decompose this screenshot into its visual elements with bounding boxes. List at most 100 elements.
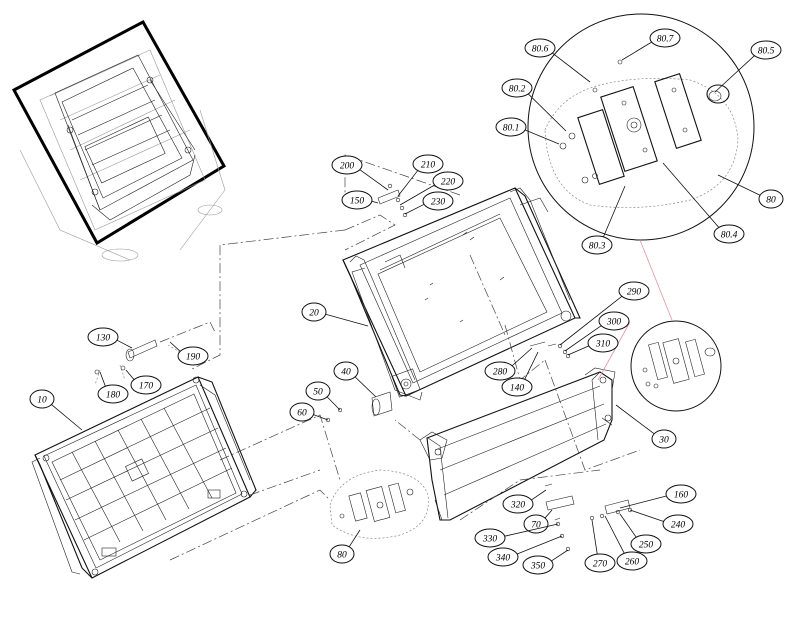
callout-bubble xyxy=(501,377,533,397)
callout-text: 310 xyxy=(595,339,611,349)
part-80-hinge-assembly xyxy=(329,469,429,539)
callout-leader xyxy=(621,41,652,61)
callout-text: 230 xyxy=(431,197,446,207)
callout-bubble xyxy=(630,534,662,554)
callout-leader xyxy=(516,535,563,555)
callout-bubble xyxy=(501,78,533,98)
hardware-70-350 xyxy=(529,341,633,552)
callout-text: 320 xyxy=(510,500,526,510)
callout-leader xyxy=(313,414,329,421)
callout-80: 80 xyxy=(329,529,361,564)
callout-leader xyxy=(567,345,589,356)
callout-10: 10 xyxy=(29,389,83,431)
callout-text: 300 xyxy=(606,317,622,327)
callout-leader xyxy=(326,396,341,411)
callout-bubble xyxy=(618,281,650,301)
callout-bubble xyxy=(662,514,694,534)
alignment-lines xyxy=(169,154,641,561)
callout-200: 200 xyxy=(331,155,389,191)
callout-bubble xyxy=(87,327,119,347)
callout-80-3: 80.3 xyxy=(581,185,626,255)
callout-bubble xyxy=(598,311,630,331)
callout-leader xyxy=(359,169,389,191)
callout-bubble xyxy=(713,224,745,244)
callout-80-4: 80.4 xyxy=(662,162,745,244)
callout-leader xyxy=(527,93,567,132)
callout-bubble xyxy=(329,544,355,564)
callout-bubble xyxy=(331,155,363,175)
callout-bubble xyxy=(333,361,359,381)
callout-leader xyxy=(619,495,667,509)
callout-140: 140 xyxy=(501,351,539,397)
callout-leader xyxy=(564,325,602,352)
callout-text: 80.7 xyxy=(657,34,675,44)
callout-text: 50 xyxy=(313,387,323,397)
callout-80-7: 80.7 xyxy=(621,28,681,61)
callout-bubble xyxy=(341,190,373,210)
callout-text: 140 xyxy=(510,383,525,393)
callout-leader xyxy=(544,509,553,519)
callout-bubble xyxy=(177,346,209,366)
callout-text: 80.1 xyxy=(503,123,520,133)
callout-30: 30 xyxy=(615,404,677,449)
callout-text: 80.2 xyxy=(509,84,526,94)
callout-leader xyxy=(511,347,533,367)
callout-text: 80 xyxy=(766,195,776,205)
callout-340: 340 xyxy=(487,535,563,567)
callout-180: 180 xyxy=(97,371,129,404)
callout-290: 290 xyxy=(559,281,650,346)
callout-text: 260 xyxy=(625,557,640,567)
callout-leader xyxy=(404,203,425,215)
callout-leader xyxy=(714,55,755,93)
detail-view-80 xyxy=(527,13,755,241)
callout-80-2: 80.2 xyxy=(501,78,567,132)
overview-thumbnail xyxy=(11,19,227,262)
callout-bubble xyxy=(495,117,527,137)
callout-bubble xyxy=(649,28,681,48)
callout-bubble xyxy=(522,555,554,575)
callout-text: 130 xyxy=(96,333,111,343)
callout-70: 70 xyxy=(523,509,553,534)
callout-text: 40 xyxy=(341,367,351,377)
callout-text: 250 xyxy=(639,540,654,550)
callout-text: 190 xyxy=(186,352,201,362)
callout-leader xyxy=(615,404,655,435)
callout-leader xyxy=(116,339,133,349)
callout-text: 60 xyxy=(297,408,307,418)
callout-80-1: 80.1 xyxy=(495,117,560,145)
callout-bubble xyxy=(665,484,697,504)
callout-leader xyxy=(325,313,369,327)
callout-leader xyxy=(524,129,560,145)
callout-text: 30 xyxy=(658,435,669,445)
hardware-130-190 xyxy=(94,321,216,386)
callout-leader xyxy=(619,513,637,538)
callout-text: 80 xyxy=(337,550,347,560)
callout-leader xyxy=(524,351,539,380)
callout-300: 300 xyxy=(564,311,630,352)
callout-text: 80.6 xyxy=(532,44,549,54)
callout-leader xyxy=(348,529,361,548)
callout-bubble xyxy=(750,40,782,60)
callout-320: 320 xyxy=(502,489,547,514)
callout-text: 70 xyxy=(531,520,541,530)
callout-text: 350 xyxy=(530,561,546,571)
callout-40: 40 xyxy=(333,361,377,398)
callout-leader xyxy=(371,200,379,204)
hardware-150-230 xyxy=(344,183,408,251)
callout-280: 280 xyxy=(484,347,533,381)
callout-leader xyxy=(604,515,625,554)
part-30-front-plate xyxy=(419,367,616,521)
callout-150: 150 xyxy=(341,190,379,210)
callout-labels: 1020304050607080130140150160170180190200… xyxy=(29,28,784,575)
callout-leader xyxy=(551,549,569,562)
callout-leader xyxy=(504,523,559,537)
callout-250: 250 xyxy=(619,513,662,554)
callout-bubble xyxy=(758,189,784,209)
callout-260: 260 xyxy=(604,515,648,571)
callout-50: 50 xyxy=(305,381,341,411)
callout-text: 240 xyxy=(671,520,686,530)
callout-leader xyxy=(99,371,106,387)
callout-160: 160 xyxy=(619,484,697,509)
part-20-upper-frame xyxy=(342,187,581,401)
callout-leader xyxy=(629,509,664,522)
